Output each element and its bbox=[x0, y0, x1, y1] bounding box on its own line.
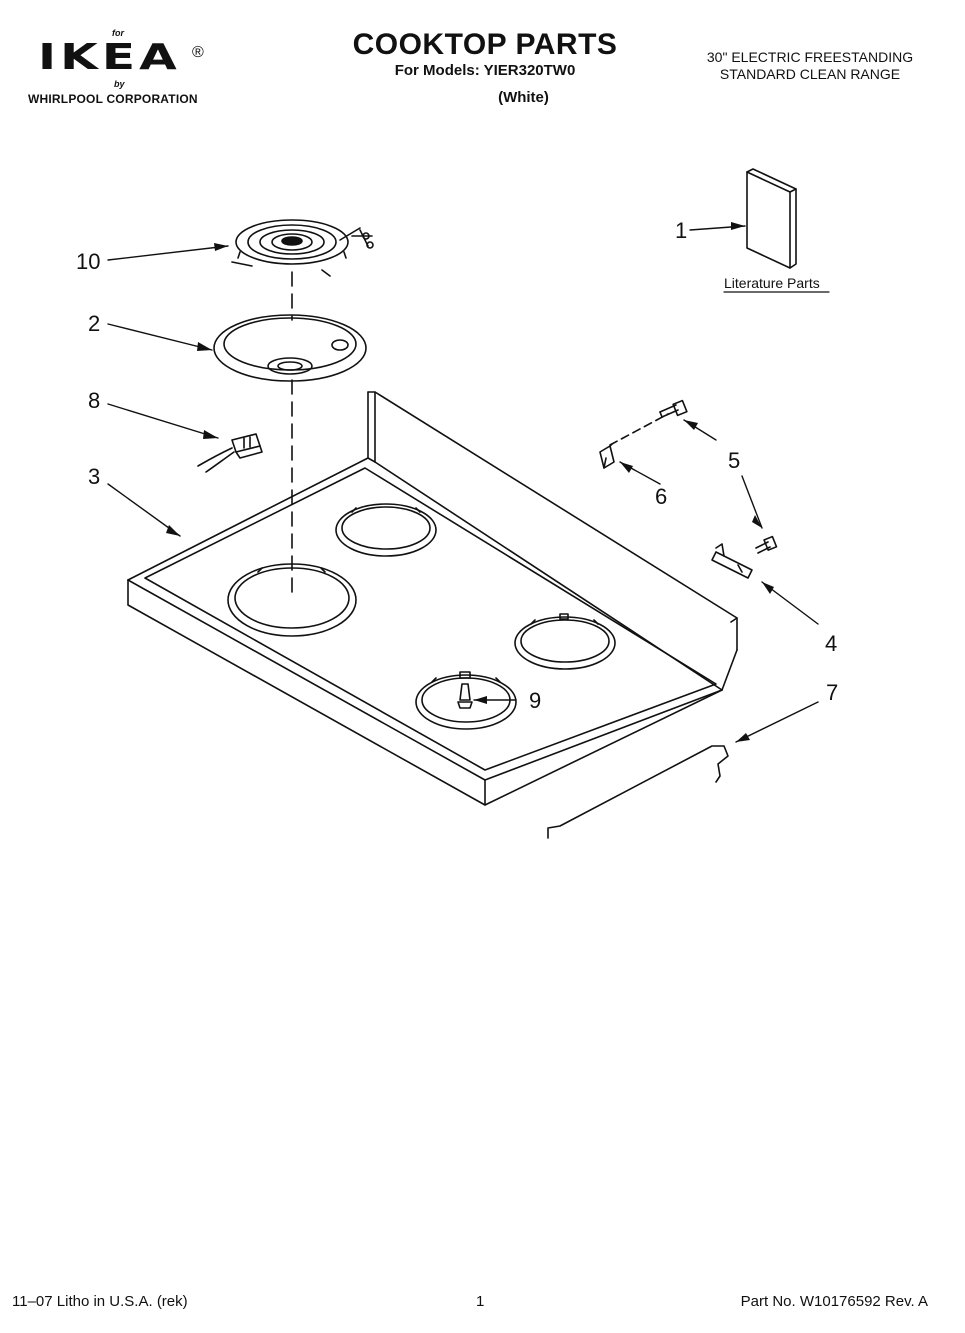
page-number: 1 bbox=[476, 1293, 485, 1310]
brand-by-text: by bbox=[114, 79, 125, 89]
ikea-logo: IKEA bbox=[38, 37, 181, 78]
callout-8: 8 bbox=[88, 388, 100, 413]
callout-5: 5 bbox=[728, 448, 740, 473]
callout-2: 2 bbox=[88, 311, 100, 336]
part-number: Part No. W10176592 Rev. A bbox=[740, 1293, 928, 1310]
range-description: 30" ELECTRIC FREESTANDING STANDARD CLEAN… bbox=[660, 49, 960, 83]
screw-upper bbox=[609, 399, 688, 446]
leader-lines bbox=[107, 225, 819, 743]
page-title: COOKTOP PARTS bbox=[352, 28, 618, 61]
model-number: For Models: YIER320TW0 bbox=[394, 62, 576, 79]
range-line-2: STANDARD CLEAN RANGE bbox=[719, 66, 901, 82]
element-screw bbox=[457, 671, 473, 709]
callout-1: 1 bbox=[675, 218, 687, 243]
support-rod bbox=[547, 745, 729, 839]
literature-parts-booklet bbox=[746, 168, 797, 269]
leader-arrowheads bbox=[166, 222, 774, 742]
range-line-1: 30" ELECTRIC FREESTANDING bbox=[706, 49, 914, 65]
callout-4: 4 bbox=[825, 631, 837, 656]
callout-3: 3 bbox=[88, 464, 100, 489]
model-color: (White) bbox=[498, 89, 549, 106]
terminal-block bbox=[197, 433, 263, 473]
clip-bracket bbox=[599, 443, 615, 469]
literature-parts-label: Literature Parts bbox=[724, 275, 820, 291]
callout-10: 10 bbox=[76, 249, 100, 274]
brand-for-text: for bbox=[112, 28, 124, 38]
screw-lower bbox=[755, 535, 778, 554]
mounting-bracket bbox=[711, 543, 753, 579]
callout-6: 6 bbox=[655, 484, 667, 509]
drip-bowl bbox=[213, 314, 367, 382]
brand-corporation: WHIRLPOOL CORPORATION bbox=[28, 92, 198, 106]
callout-9: 9 bbox=[529, 688, 541, 713]
surface-element bbox=[231, 219, 374, 277]
registered-mark: ® bbox=[192, 44, 204, 61]
litho-note: 11–07 Litho in U.S.A. (rek) bbox=[12, 1293, 188, 1310]
callout-7: 7 bbox=[826, 680, 838, 705]
